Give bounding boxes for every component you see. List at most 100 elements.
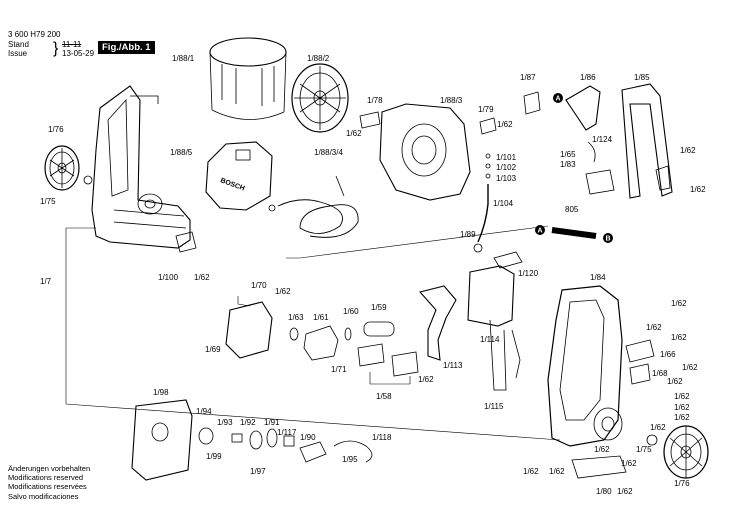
part-label: 1/63	[288, 313, 304, 322]
figure-label: Fig./Abb. 1	[98, 41, 155, 54]
seal-ring	[289, 327, 299, 341]
switch-block	[303, 325, 339, 361]
motor-bracket	[225, 301, 273, 359]
lance-tube	[477, 184, 489, 243]
brand-mark: BOSCH	[219, 177, 245, 192]
drum-housing-rear	[209, 37, 287, 120]
part-label: 1/62	[682, 363, 698, 372]
cable-clamp	[283, 435, 295, 447]
part-label: 1/86	[580, 73, 596, 82]
part-label: 1/65	[560, 150, 576, 159]
callout-a-label: A	[556, 96, 561, 103]
mount-plate	[357, 343, 385, 367]
switch-knob	[198, 427, 214, 445]
foot-part	[571, 455, 627, 479]
part-label: 1/93	[217, 418, 233, 427]
part-label: 1/75	[636, 445, 652, 454]
drum-housing-front	[379, 103, 471, 201]
washer-part	[485, 153, 491, 159]
part-label: 1/88/3/4	[314, 148, 343, 157]
part-label: 1/91	[264, 418, 280, 427]
part-label: 1/100	[158, 273, 179, 282]
part-label: 1/88/2	[307, 54, 330, 63]
part-label: 1/62	[690, 185, 706, 194]
part-label: 1/78	[367, 96, 383, 105]
mount-plate	[391, 351, 419, 377]
side-cover	[131, 399, 193, 481]
part-label: 1/85	[634, 73, 650, 82]
pump-block	[467, 265, 521, 391]
latch-part	[629, 363, 651, 385]
version-brace: }	[53, 40, 59, 57]
hose-reel-drum	[291, 63, 349, 133]
part-label: 1/113	[443, 361, 463, 370]
seal-ring	[344, 327, 352, 341]
part-label: 1/66	[660, 350, 676, 359]
latch-part	[585, 169, 615, 195]
assembly-boundary-line	[65, 227, 561, 441]
handle-frame	[621, 83, 673, 199]
part-label: 1/124	[592, 135, 613, 144]
doc-number: 3 600 H79 200	[8, 30, 61, 39]
part-label: 1/7	[40, 277, 52, 286]
part-label: 1/59	[371, 303, 387, 312]
part-label: 1/62	[674, 392, 690, 401]
part-label: 1/62	[650, 423, 666, 432]
nut-part	[473, 243, 483, 253]
part-label: 1/62	[621, 459, 637, 468]
bracket-part	[479, 117, 497, 135]
axle-cap-left	[83, 175, 93, 185]
hose-lance	[335, 175, 345, 197]
bracket-line	[369, 372, 411, 385]
part-label: 1/103	[496, 174, 517, 183]
trigger-gun	[565, 85, 601, 131]
callout-a-label: A	[538, 228, 543, 235]
part-label: 1/97	[250, 467, 266, 476]
part-label: 1/76	[674, 479, 690, 488]
hose-connector	[268, 204, 276, 212]
issue-value: 13-05-29	[62, 49, 95, 58]
part-label: 1/62	[617, 487, 633, 496]
part-label: 1/120	[518, 269, 539, 278]
part-label: 1/62	[549, 467, 565, 476]
support-arm	[418, 285, 457, 361]
part-label: 1/71	[331, 365, 347, 374]
part-label: 1/95	[342, 455, 358, 464]
callout-b-label: B	[606, 236, 611, 243]
part-label: 1/70	[251, 281, 267, 290]
cable-part	[299, 441, 327, 463]
capacitor-part	[363, 321, 395, 337]
note-line: Modifications reserved	[8, 473, 84, 483]
part-label: 1/117	[277, 428, 297, 437]
axle-cap-right	[646, 434, 658, 446]
bracket-part	[359, 111, 381, 129]
spacer-part	[231, 433, 243, 443]
part-label: 1/58	[376, 392, 392, 401]
part-label: 1/62	[418, 375, 434, 384]
part-label: 1/104	[493, 199, 514, 208]
part-label: 1/62	[671, 299, 687, 308]
part-label: 1/98	[153, 388, 169, 397]
part-label: 1/75	[40, 197, 56, 206]
part-label: 1/79	[478, 105, 494, 114]
note-line: Salvo modificaciones	[8, 491, 79, 501]
wheel-left	[44, 145, 80, 191]
part-label: 1/62	[674, 413, 690, 422]
part-label: 1/115	[484, 402, 504, 411]
part-label: 1/61	[313, 313, 329, 322]
spring-part	[266, 428, 278, 448]
part-label: 1/89	[460, 230, 476, 239]
housing-front	[547, 285, 623, 447]
part-label: 1/102	[496, 163, 517, 172]
cap-part	[493, 251, 523, 269]
part-label: 1/87	[520, 73, 536, 82]
spring-clip	[587, 141, 596, 163]
wheel-right	[663, 425, 709, 479]
part-label: 1/118	[372, 433, 392, 442]
callout-b-hose: B	[603, 233, 613, 243]
part-label: 1/99	[206, 452, 222, 461]
part-label: 805	[565, 205, 579, 214]
part-label: 1/114	[480, 335, 500, 344]
part-label: 1/62	[680, 146, 696, 155]
